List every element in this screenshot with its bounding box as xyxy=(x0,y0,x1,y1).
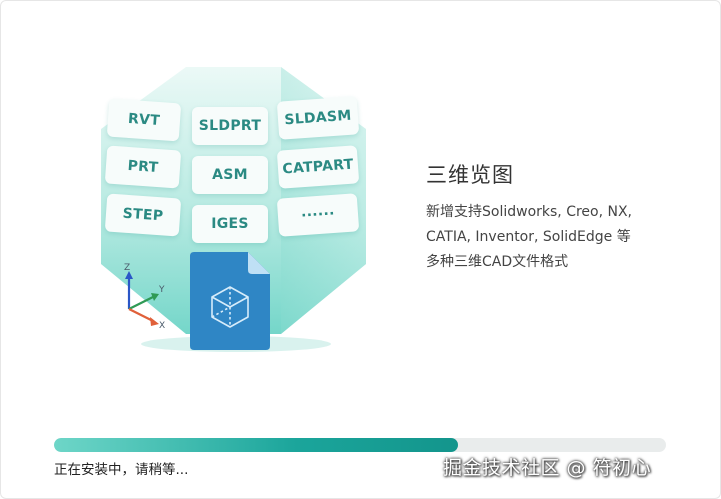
description-line: 新增支持Solidworks, Creo, NX, xyxy=(426,204,633,220)
format-label: ······ xyxy=(300,205,336,225)
format-label: RVT xyxy=(127,110,161,130)
watermark: 掘金技术社区 @ 符初心 xyxy=(443,457,652,479)
axis-x-label: X xyxy=(159,321,166,331)
format-label: PRT xyxy=(127,157,159,177)
format-tile-iges: IGES xyxy=(192,205,268,243)
axis-z-label: Z xyxy=(124,263,131,273)
xyz-axes-icon: Z Y X xyxy=(119,263,169,331)
install-status-text: 正在安装中，请稍等... xyxy=(54,462,189,478)
format-tile-sldprt: SLDPRT xyxy=(192,107,268,145)
install-progress-bar xyxy=(54,438,666,452)
format-tile-catpart: CATPART xyxy=(276,145,360,189)
format-label: ASM xyxy=(212,167,248,183)
format-label: SLDASM xyxy=(283,107,353,129)
format-tile-step: STEP xyxy=(104,193,182,237)
description-line: 多种三维CAD文件格式 xyxy=(426,254,569,270)
format-label: IGES xyxy=(211,216,249,232)
format-tile-prt: PRT xyxy=(104,145,182,189)
install-progress-fill xyxy=(54,438,458,452)
format-tile-rvt: RVT xyxy=(106,98,182,142)
format-tile-more: ······ xyxy=(276,193,360,237)
format-label: SLDPRT xyxy=(198,118,262,134)
format-label: STEP xyxy=(122,205,164,225)
format-label: CATPART xyxy=(281,156,355,178)
file-3d-cube-icon xyxy=(190,252,270,350)
description-line: CATIA, Inventor, SolidEdge 等 xyxy=(426,229,631,245)
format-tile-asm: ASM xyxy=(192,156,268,194)
feature-description: 新增支持Solidworks, Creo, NX, CATIA, Invento… xyxy=(426,200,686,275)
axis-y-label: Y xyxy=(159,285,165,295)
feature-title: 三维览图 xyxy=(426,163,514,187)
format-tile-sldasm: SLDASM xyxy=(276,96,360,140)
cad-formats-illustration: RVT SLDPRT SLDASM PRT ASM CATPART STEP I… xyxy=(86,59,386,359)
